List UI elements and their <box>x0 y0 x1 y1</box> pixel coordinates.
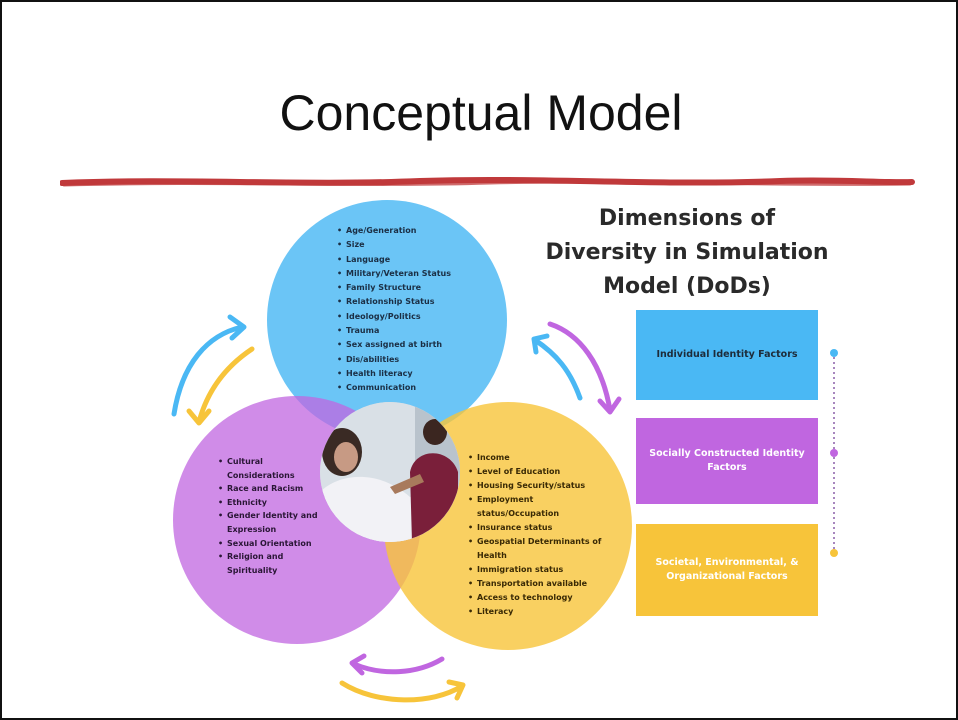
cycle-arrow-left-icon <box>171 314 255 426</box>
list-item: Health literacy <box>337 367 451 382</box>
list-item: Literacy <box>468 605 618 619</box>
list-item: Religion and Spirituality <box>218 550 333 577</box>
list-item: Cultural Considerations <box>218 455 333 482</box>
societal-factors-list: Income Level of Education Housing Securi… <box>468 451 618 619</box>
list-item: Dis/abilities <box>337 353 451 368</box>
model-title-line: Dimensions of <box>598 206 776 231</box>
list-item: Communication <box>337 381 451 396</box>
social-factors-list: Cultural Considerations Race and Racism … <box>218 455 333 577</box>
list-item: Trauma <box>337 324 451 339</box>
list-item: Sex assigned at birth <box>337 338 451 353</box>
list-item: Geospatial Determinants of Health <box>468 535 618 563</box>
list-item: Housing Security/status <box>468 479 618 493</box>
list-item: Income <box>468 451 618 465</box>
legend-socially-constructed: Socially Constructed Identity Factors <box>636 418 818 504</box>
list-item: Immigration status <box>468 563 618 577</box>
legend-societal-environmental: Societal, Environmental, & Organizationa… <box>636 524 818 616</box>
list-item: Age/Generation <box>337 224 451 239</box>
list-item: Language <box>337 253 451 268</box>
list-item: Relationship Status <box>337 295 451 310</box>
list-item: Sexual Orientation <box>218 537 333 551</box>
individual-factors-list: Age/Generation Size Language Military/Ve… <box>337 224 451 396</box>
cycle-arrow-right-icon <box>531 321 622 415</box>
list-item: Insurance status <box>468 521 618 535</box>
legend-dot-yellow <box>830 549 838 557</box>
list-item: Employment status/Occupation <box>468 493 618 521</box>
legend-individual-identity: Individual Identity Factors <box>636 310 818 400</box>
list-item: Size <box>337 238 451 253</box>
list-item: Ethnicity <box>218 496 333 510</box>
list-item: Level of Education <box>468 465 618 479</box>
list-item: Ideology/Politics <box>337 310 451 325</box>
simulation-scene <box>320 402 460 542</box>
model-title-line: Diversity in Simulation <box>545 240 829 265</box>
title-underline <box>60 176 915 187</box>
legend-dot-blue <box>830 349 838 357</box>
list-item: Family Structure <box>337 281 451 296</box>
list-item: Race and Racism <box>218 482 333 496</box>
model-title: Dimensions of Diversity in Simulation Mo… <box>522 202 852 304</box>
list-item: Military/Veteran Status <box>337 267 451 282</box>
list-item: Access to technology <box>468 591 618 605</box>
list-item: Gender Identity and Expression <box>218 509 333 536</box>
slide-title: Conceptual Model <box>279 85 683 141</box>
model-title-line: Model (DoDs) <box>603 274 771 299</box>
list-item: Transportation available <box>468 577 618 591</box>
simulation-photo <box>320 402 460 542</box>
cycle-arrow-bottom-icon <box>339 653 466 703</box>
legend-dot-purple <box>830 449 838 457</box>
